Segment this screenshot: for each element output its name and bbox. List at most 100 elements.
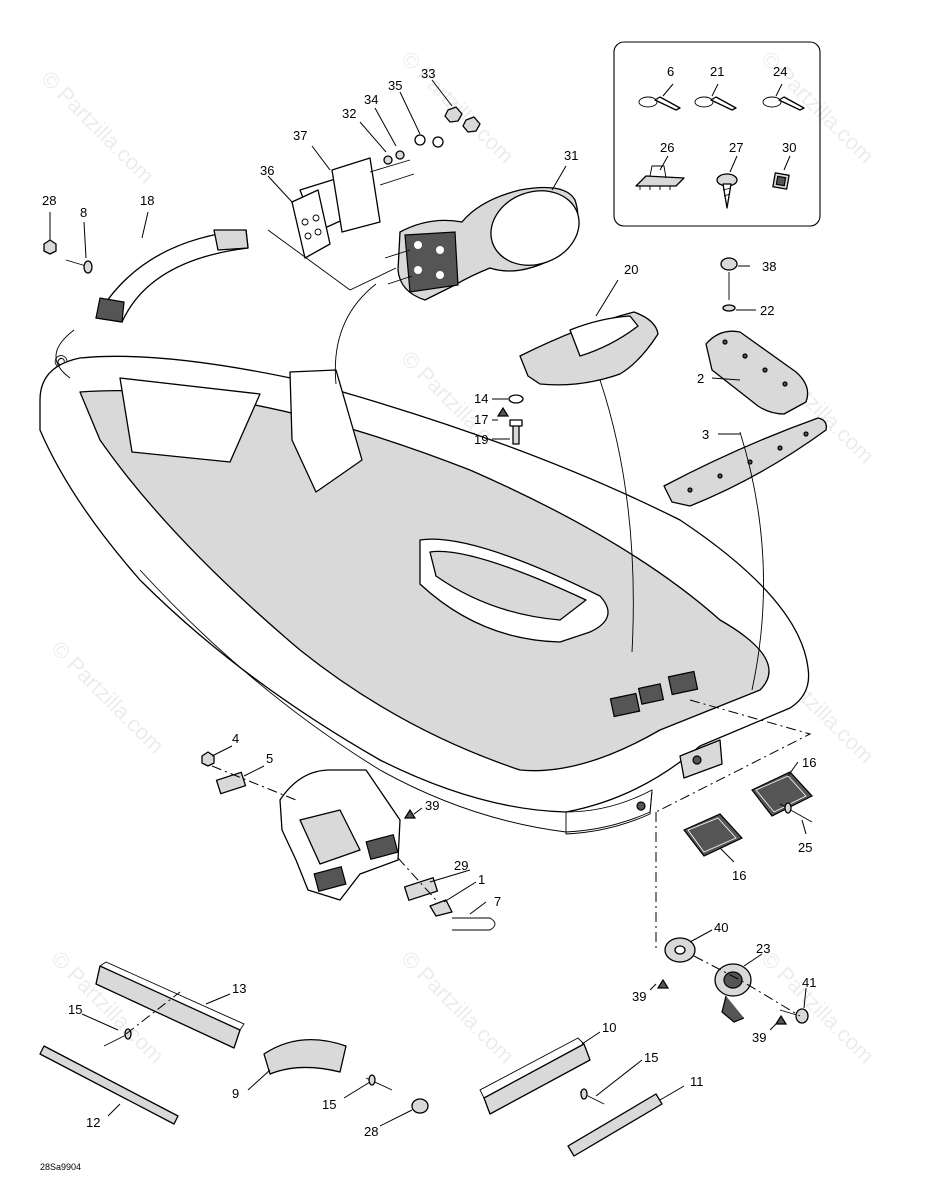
drop-icon [774,1014,788,1025]
callout-28: 28 [364,1124,378,1139]
callout-26: 26 [660,140,674,155]
grab-handle-end-cap [95,297,125,323]
callout-10: 10 [602,1020,616,1035]
callout-7: 7 [494,894,501,909]
callout-19: 19 [474,432,488,447]
clip-icon [635,165,685,190]
callout-8: 8 [80,205,87,220]
rivet-icon [365,1074,393,1091]
drain-plug-housing-part [714,963,752,1023]
callout-9: 9 [232,1086,239,1101]
callout-labels: 6 21 24 26 27 30 31 20 38 22 2 3 14 17 1… [42,64,816,1139]
tie-strap-icon [762,96,805,111]
plug-fastener-icon [720,257,738,312]
callout-41: 41 [802,975,816,990]
rail-part [95,961,245,1049]
backing-plate-part [331,157,381,233]
bolt-hardware-icon [369,106,481,186]
rail-strip-part [39,1045,179,1125]
callout-30: 30 [782,140,796,155]
nut-icon [772,172,790,190]
plate-pad-part [705,330,809,415]
u-bolt-part [429,899,496,931]
nut-icon [201,751,215,767]
screw-icon [779,1008,809,1024]
nut-icon [43,239,57,255]
callout-38: 38 [762,259,776,274]
callout-14: 14 [474,391,488,406]
watermark-text: © Partzilla.com [396,946,519,1069]
callout-23: 23 [756,941,770,956]
handlebar-support-part [384,186,580,301]
drop-icon [656,978,670,989]
leader-lines [49,79,807,1127]
grab-handle-end-cap [213,229,249,251]
callout-15: 15 [644,1050,658,1065]
callout-24: 24 [773,64,787,79]
callout-22: 22 [760,303,774,318]
tie-strap-icon [638,96,681,111]
tie-strap-icon [694,96,737,111]
callout-31: 31 [564,148,578,163]
watermark-text: © Partzilla.com [396,46,519,169]
callout-27: 27 [729,140,743,155]
engine-mount-part [279,769,401,901]
hardware-kit-box [613,41,821,227]
callout-15: 15 [322,1097,336,1112]
callout-36: 36 [260,163,274,178]
watermark-text: © Partzilla.com [46,636,169,759]
mounting-plate-part [291,189,331,259]
rivet-icon [579,1088,605,1105]
callout-11: 11 [690,1074,704,1089]
callout-3: 3 [702,427,709,442]
drain-plug-part [664,937,696,963]
callout-18: 18 [140,193,154,208]
callout-15: 15 [68,1002,82,1017]
callout-17: 17 [474,412,488,427]
callout-34: 34 [364,92,378,107]
drop-icon [403,808,417,819]
callout-33: 33 [421,66,435,81]
callout-40: 40 [714,920,728,935]
callout-39: 39 [752,1030,766,1045]
callout-25: 25 [798,840,812,855]
callout-16: 16 [732,868,746,883]
rail-strip-part [567,1093,663,1157]
callout-16: 16 [802,755,816,770]
callout-12: 12 [86,1115,100,1130]
callout-39: 39 [632,989,646,1004]
callout-29: 29 [454,858,468,873]
callout-21: 21 [710,64,724,79]
watermark-text: © Partzilla.com [756,946,879,1069]
callout-6: 6 [667,64,674,79]
callout-13: 13 [232,981,246,996]
plate-part [403,877,439,901]
callout-37: 37 [293,128,307,143]
callout-39: 39 [425,798,439,813]
rivet-icon [779,802,813,823]
callout-2: 2 [697,371,704,386]
callout-4: 4 [232,731,239,746]
rivet-icon [65,259,93,274]
watermark-text: © Partzilla.com [36,66,159,189]
rail-part [479,1037,591,1115]
callout-1: 1 [478,872,485,887]
screw-icon [716,173,738,209]
seat-cushion-part [519,311,659,386]
plug-fastener-icon [411,1098,429,1114]
wear-pad-part [663,417,827,507]
rear-pad-part [751,771,813,817]
callout-20: 20 [624,262,638,277]
bolt-washer-icon [496,394,524,445]
callout-5: 5 [266,751,273,766]
rear-pad-part [683,813,743,857]
hull-body-part [39,355,810,835]
callout-35: 35 [388,78,402,93]
assembly-lines [55,229,812,1035]
callout-28: 28 [42,193,56,208]
diagram-code: 28Sa9904 [40,1162,81,1172]
shim-plate-part [215,771,247,795]
callout-32: 32 [342,106,356,121]
bracket-part [263,1038,347,1075]
